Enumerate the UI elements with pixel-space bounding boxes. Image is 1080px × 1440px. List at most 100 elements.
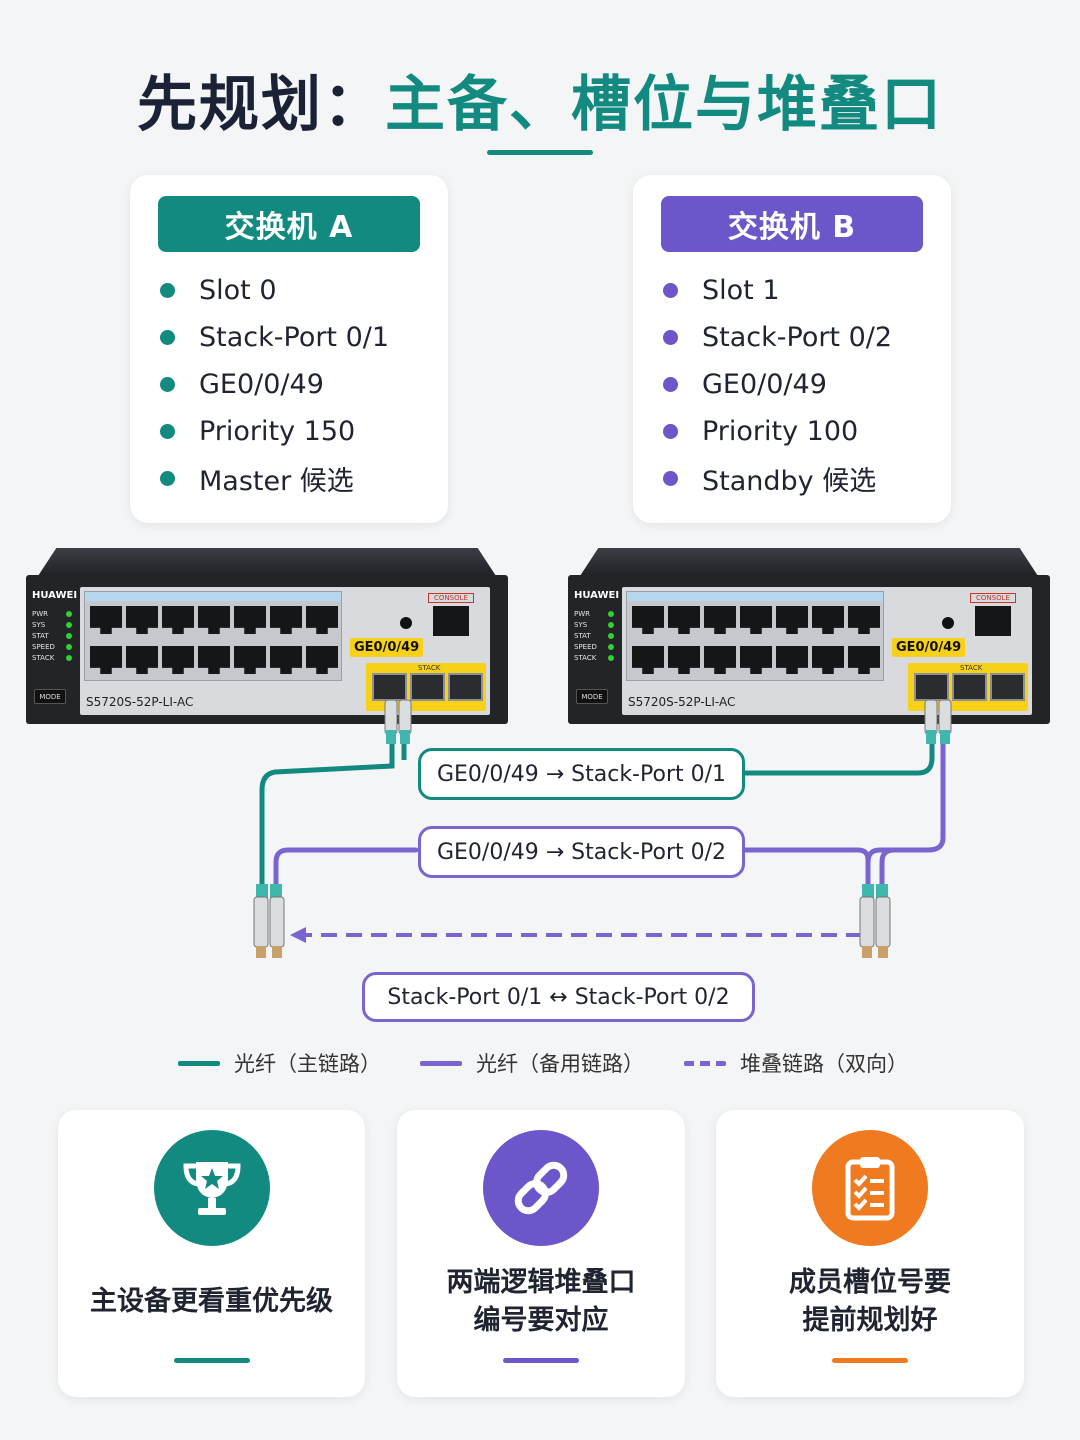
tip-underline (173, 1358, 250, 1363)
rj45-port-icon (198, 646, 230, 674)
sfp-port-icon (952, 673, 987, 701)
led-icon (608, 610, 614, 617)
rj45-port-icon (776, 646, 808, 674)
legend-item-stack: 堆叠链路（双向） (684, 1047, 908, 1079)
rj45-port-icon (90, 606, 122, 634)
led-icon (66, 632, 72, 639)
led-icon (66, 654, 72, 661)
backup-fiber-line (879, 847, 895, 895)
reset-button-icon (400, 617, 412, 629)
led-icon (608, 654, 614, 661)
link-icon (483, 1130, 599, 1246)
rj45-port-icon (632, 606, 664, 634)
list-item: GE0/0/49 (663, 361, 892, 408)
ethernet-ports (84, 591, 342, 681)
rj45-port-icon (126, 606, 158, 634)
switch-b-header: 交换机 B (661, 196, 923, 252)
lc-connector-icon (859, 884, 891, 958)
sfp-port-icon (410, 673, 445, 701)
brand-logo: HUAWEI (32, 590, 78, 601)
bullet-dot-icon (160, 471, 175, 486)
sfp-port-icon (990, 673, 1025, 701)
list-item: Master 候选 (160, 455, 389, 502)
sfp-port-icon (448, 673, 483, 701)
rj45-port-icon (632, 646, 664, 674)
trophy-icon (153, 1130, 270, 1246)
list-item: Stack-Port 0/1 (160, 314, 389, 361)
rj45-port-icon (270, 646, 302, 674)
rj45-port-icon (740, 606, 772, 634)
title-part-1: 先规划： (137, 70, 385, 140)
switch-front-panel: HUAWEI PWR SYS STAT SPEED STACK MODE CON… (568, 575, 1050, 724)
primary-link-label: GE0/0/49 → Stack-Port 0/1 (418, 748, 745, 800)
rj45-port-icon (776, 606, 808, 634)
list-item: Priority 100 (663, 408, 892, 455)
rj45-port-icon (848, 646, 880, 674)
tip-text: 两端逻辑堆叠口 编号要对应 (446, 1267, 636, 1336)
bullet-dot-icon (663, 330, 678, 345)
port-tag: GE0/0/49 (350, 638, 424, 657)
switch-a-card: 交换机 A Slot 0 Stack-Port 0/1 GE0/0/49 Pri… (130, 175, 448, 523)
list-item: Slot 1 (663, 267, 892, 314)
rj45-port-icon (126, 646, 158, 674)
arrowhead-icon (290, 927, 306, 943)
tip-underline (832, 1358, 908, 1363)
tip-underline (503, 1358, 579, 1363)
rj45-port-icon (234, 646, 266, 674)
tip-card-slot-plan: 成员槽位号要 提前规划好 (716, 1110, 1024, 1397)
model-label: S5720S-52P-LI-AC (628, 695, 736, 709)
clipboard-checklist-icon (812, 1130, 928, 1246)
backup-link-label: GE0/0/49 → Stack-Port 0/2 (418, 826, 745, 878)
port-panel: CONSOLE GE0/0/49 STACK S5720S-52P-LI-AC (622, 587, 1032, 715)
title-part-2: 主备、槽位与堆叠口 (385, 70, 943, 140)
primary-fiber-line (739, 739, 935, 776)
list-item: Stack-Port 0/2 (663, 314, 892, 361)
bullet-dot-icon (663, 283, 678, 298)
title-underline (487, 150, 593, 155)
rj45-port-icon (234, 606, 266, 634)
rj45-port-icon (812, 606, 844, 634)
status-leds: PWR SYS STAT SPEED STACK (32, 608, 72, 663)
rj45-port-icon (90, 646, 122, 674)
led-icon (66, 610, 72, 617)
switch-a-list: Slot 0 Stack-Port 0/1 GE0/0/49 Priority … (160, 267, 389, 502)
switch-a-header: 交换机 A (158, 196, 420, 252)
bullet-dot-icon (663, 424, 678, 439)
brand-logo: HUAWEI (574, 590, 620, 601)
rj45-port-icon (162, 606, 194, 634)
console-port: CONSOLE (970, 593, 1016, 641)
bullet-dot-icon (160, 283, 175, 298)
rj45-port-icon (812, 646, 844, 674)
status-leds: PWR SYS STAT SPEED STACK (574, 608, 614, 663)
switch-b-device: HUAWEI PWR SYS STAT SPEED STACK MODE CON… (568, 548, 1050, 724)
bullet-dot-icon (663, 471, 678, 486)
switch-chassis-top (580, 548, 1038, 576)
switch-b-list: Slot 1 Stack-Port 0/2 GE0/0/49 Priority … (663, 267, 892, 502)
list-item: GE0/0/49 (160, 361, 389, 408)
port-tag: GE0/0/49 (892, 638, 966, 657)
legend-item-backup: 光纤（备用链路） (420, 1047, 644, 1079)
stack-link-label: Stack-Port 0/1 ↔ Stack-Port 0/2 (362, 972, 755, 1022)
dashed-line-icon (684, 1060, 726, 1066)
led-icon (608, 621, 614, 628)
backup-fiber-line (745, 847, 871, 861)
bullet-dot-icon (663, 377, 678, 392)
reset-button-icon (942, 617, 954, 629)
list-item: Slot 0 (160, 267, 389, 314)
primary-fiber-line (259, 739, 395, 898)
rj45-port-icon (198, 606, 230, 634)
bullet-dot-icon (160, 424, 175, 439)
rj45-port-icon (668, 646, 700, 674)
rj45-port-icon (270, 606, 302, 634)
switch-a-device: HUAWEI PWR SYS STAT SPEED STACK MODE CON… (26, 548, 508, 724)
switch-b-card: 交换机 B Slot 1 Stack-Port 0/2 GE0/0/49 Pri… (633, 175, 951, 523)
led-icon (608, 632, 614, 639)
model-label: S5720S-52P-LI-AC (86, 695, 194, 709)
list-item: Standby 候选 (663, 455, 892, 502)
tip-card-stack-port: 两端逻辑堆叠口 编号要对应 (397, 1110, 685, 1397)
port-panel: CONSOLE GE0/0/49 STACK S5720S-52P-LI-AC (80, 587, 490, 715)
legend-item-primary: 光纤（主链路） (178, 1047, 381, 1079)
rj45-port-icon (668, 606, 700, 634)
console-port: CONSOLE (428, 593, 474, 641)
stack-sfp-area: STACK (366, 663, 486, 711)
